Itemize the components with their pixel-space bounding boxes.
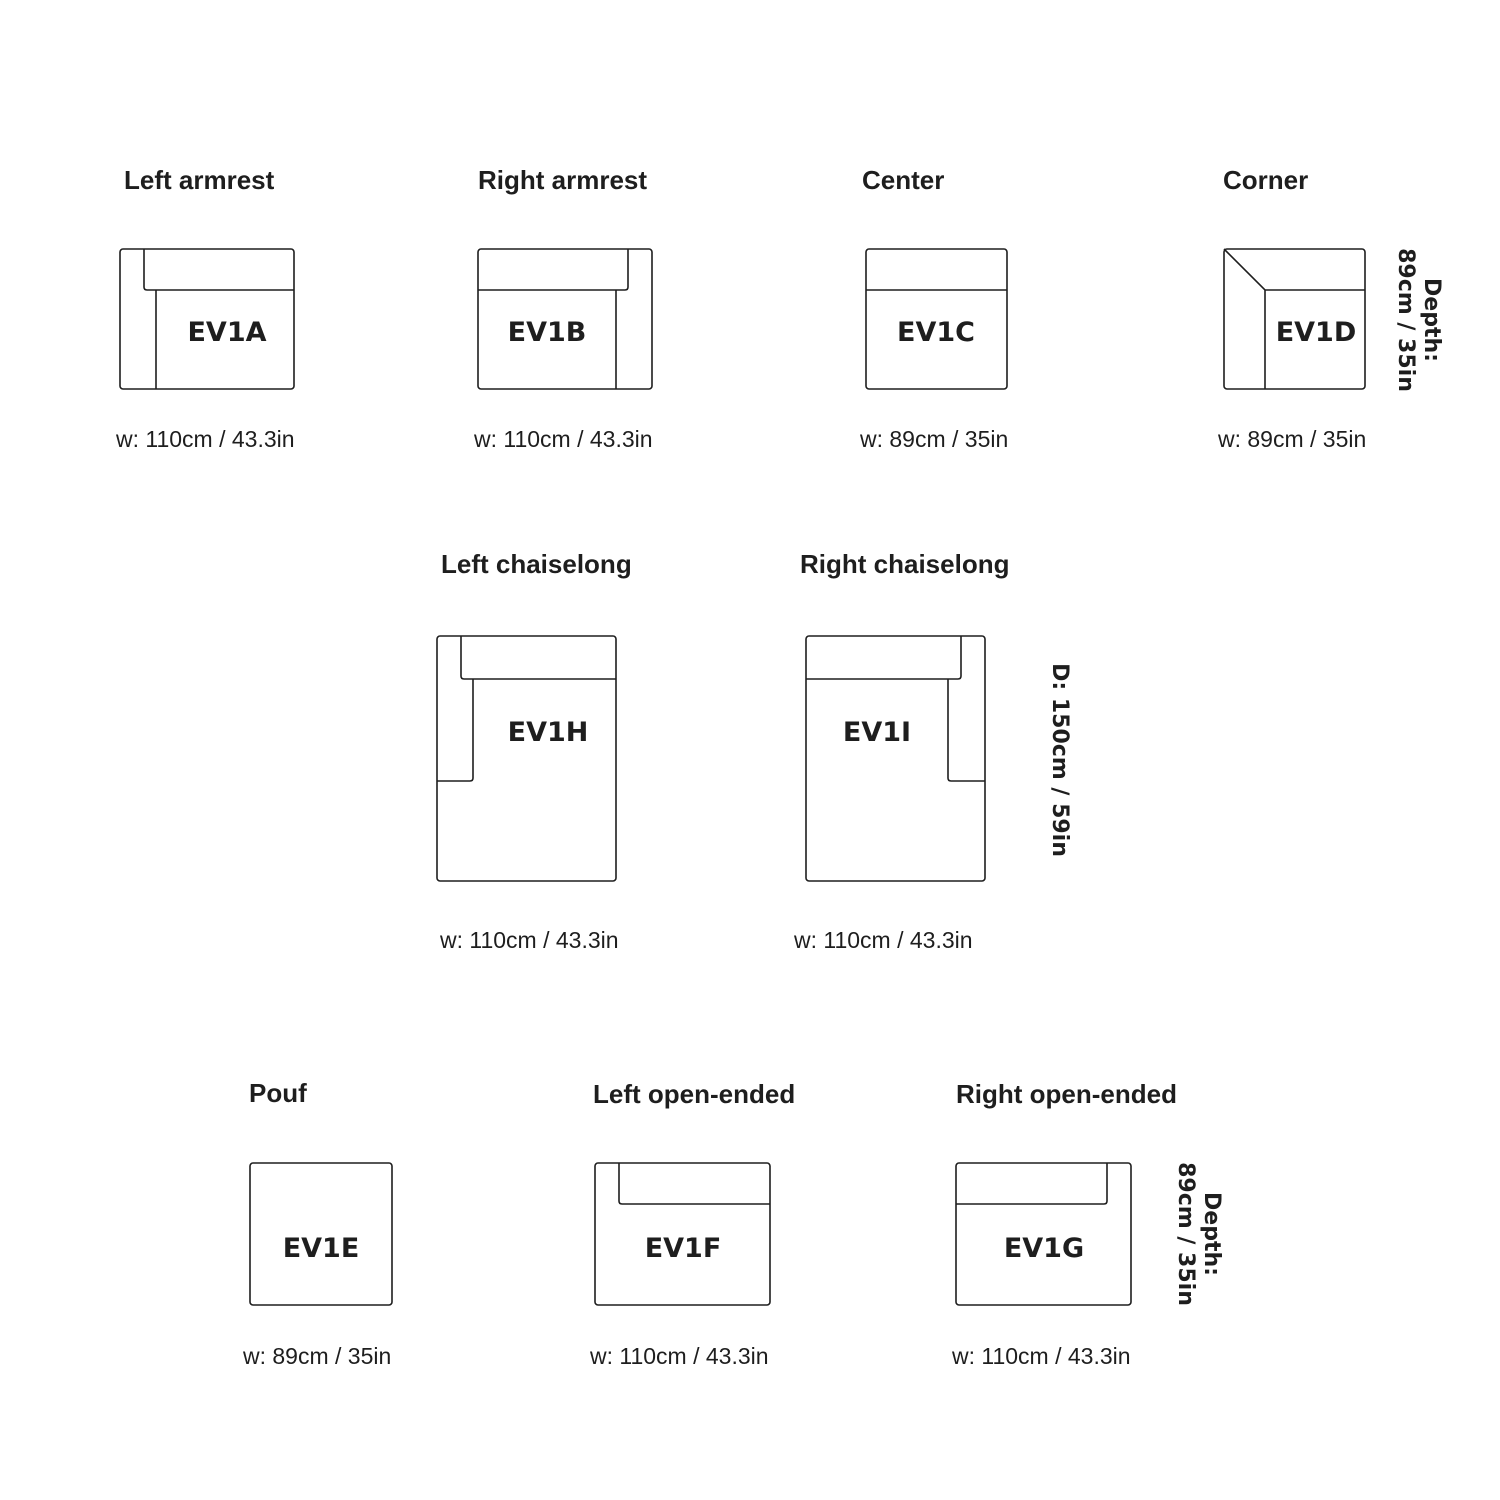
module-width: w: 110cm / 43.3in xyxy=(793,927,973,953)
module-code: EV1H xyxy=(508,717,589,748)
module-code: EV1G xyxy=(1004,1233,1084,1264)
module-code: EV1B xyxy=(508,317,587,348)
depth-label: Depth: xyxy=(1419,278,1444,362)
module-code: EV1I xyxy=(843,717,911,748)
module-right-open-ended: Right open-ended EV1G w: 110cm / 43.3in xyxy=(951,1079,1177,1369)
module-pouf: Pouf EV1E w: 89cm / 35in xyxy=(242,1078,393,1369)
module-left-armrest: Left armrest EV1A w: 110cm / 43.3in xyxy=(115,165,295,452)
left-open-ended-outline xyxy=(594,1162,771,1306)
module-left-chaiselong: Left chaiselong EV1H w: 110cm / 43.3in xyxy=(436,549,632,953)
depth-label-row3: Depth: 89cm / 35in xyxy=(1173,1162,1224,1306)
right-open-ended-outline xyxy=(955,1162,1132,1306)
module-code: EV1D xyxy=(1276,317,1357,348)
module-code: EV1F xyxy=(645,1233,722,1264)
module-code: EV1A xyxy=(187,317,266,348)
module-title: Left open-ended xyxy=(593,1079,795,1109)
left-armrest-outline xyxy=(119,248,295,390)
depth-label-row2: D: 150cm / 59in xyxy=(1047,663,1072,857)
module-width: w: 110cm / 43.3in xyxy=(439,927,619,953)
module-title: Pouf xyxy=(249,1078,307,1108)
module-right-armrest: Right armrest EV1B w: 110cm / 43.3in xyxy=(473,165,653,452)
module-title: Right chaiselong xyxy=(800,549,1009,579)
module-title: Right open-ended xyxy=(956,1079,1177,1109)
module-width: w: 89cm / 35in xyxy=(1217,426,1366,452)
module-width: w: 110cm / 43.3in xyxy=(951,1343,1131,1369)
module-title: Left chaiselong xyxy=(441,549,632,579)
module-width: w: 89cm / 35in xyxy=(242,1343,391,1369)
module-width: w: 110cm / 43.3in xyxy=(473,426,653,452)
pouf-outline xyxy=(249,1162,393,1306)
module-width: w: 89cm / 35in xyxy=(859,426,1008,452)
corner-outline xyxy=(1223,248,1366,390)
depth-value: 89cm / 35in xyxy=(1173,1162,1198,1306)
depth-value: 89cm / 35in xyxy=(1393,248,1418,392)
module-code: EV1C xyxy=(897,317,975,348)
module-width: w: 110cm / 43.3in xyxy=(589,1343,769,1369)
depth-value: D: 150cm / 59in xyxy=(1047,663,1072,857)
left-chaiselong-outline xyxy=(436,635,617,882)
module-corner: Corner EV1D w: 89cm / 35in xyxy=(1217,165,1366,452)
center-outline xyxy=(865,248,1008,390)
right-armrest-outline xyxy=(477,248,653,390)
module-title: Right armrest xyxy=(478,165,647,195)
module-width: w: 110cm / 43.3in xyxy=(115,426,295,452)
depth-label: Depth: xyxy=(1199,1192,1224,1276)
right-chaiselong-outline xyxy=(805,635,986,882)
module-code: EV1E xyxy=(283,1233,360,1264)
module-right-chaiselong: Right chaiselong EV1I w: 110cm / 43.3in xyxy=(793,549,1009,953)
module-title: Center xyxy=(862,165,944,195)
module-title: Left armrest xyxy=(124,165,275,195)
depth-label-row1: Depth: 89cm / 35in xyxy=(1393,248,1444,392)
module-title: Corner xyxy=(1223,165,1308,195)
module-left-open-ended: Left open-ended EV1F w: 110cm / 43.3in xyxy=(589,1079,795,1369)
module-center: Center EV1C w: 89cm / 35in xyxy=(859,165,1008,452)
